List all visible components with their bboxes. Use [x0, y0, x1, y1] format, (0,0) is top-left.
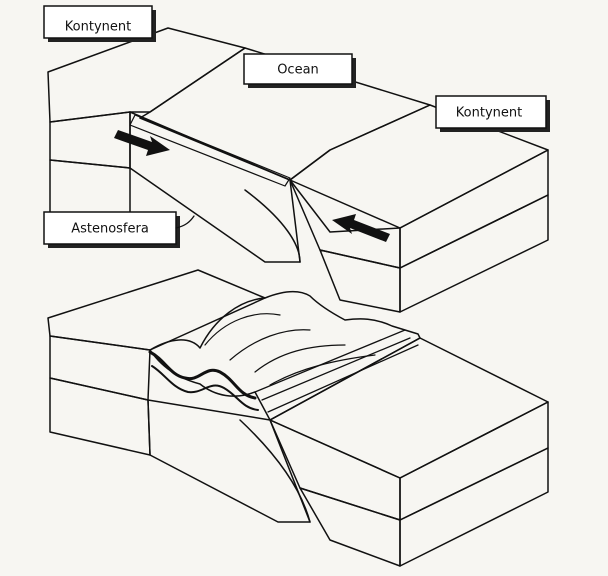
- top-right-front-face-mantle: [319, 249, 401, 313]
- bottom-right-front-face-mantle: [299, 487, 401, 567]
- continent-left-label: Kontynent: [65, 20, 131, 35]
- bottom-right-side-face-mantle: [399, 447, 549, 567]
- top-left-front-face-crust: [49, 111, 131, 169]
- asthenosphere-label: Astenosfera: [71, 222, 149, 237]
- ocean-label: Ocean: [277, 63, 319, 78]
- mountain-fold-belt: [149, 291, 421, 421]
- bottom-right-surface: [269, 337, 549, 479]
- folded-strata-wave-2: [151, 365, 259, 411]
- fold-ridge-lines: [204, 313, 376, 386]
- label-asthenosphere: Astenosfera: [43, 211, 195, 248]
- folded-strata-wave: [148, 350, 257, 400]
- bottom-slab-curve: [239, 419, 311, 523]
- top-slab-curve: [244, 189, 301, 263]
- thrust-sheet-steps: [254, 329, 421, 421]
- top-subducting-slab: [129, 111, 301, 263]
- ocean-sediment-layer: [129, 114, 291, 187]
- bottom-left-surface: [47, 269, 266, 351]
- bottom-block: [47, 269, 549, 567]
- continent-right-label: Kontynent: [456, 106, 522, 121]
- arrow-right-motion-icon: [114, 130, 170, 156]
- top-left-continent-surface: [47, 27, 246, 123]
- bottom-left-front-face-crust: [49, 335, 151, 401]
- label-ocean: Ocean: [243, 53, 356, 88]
- arrow-left-motion-icon: [332, 214, 390, 242]
- label-continent-left: Kontynent: [43, 5, 156, 42]
- bottom-left-front-face-mantle: [49, 377, 151, 456]
- bottom-subducting-slab: [147, 399, 311, 523]
- label-continent-right: Kontynent: [435, 95, 550, 132]
- top-block: [47, 27, 549, 313]
- asthenosphere-pointer: [175, 215, 195, 229]
- top-right-side-face-mantle: [399, 194, 549, 313]
